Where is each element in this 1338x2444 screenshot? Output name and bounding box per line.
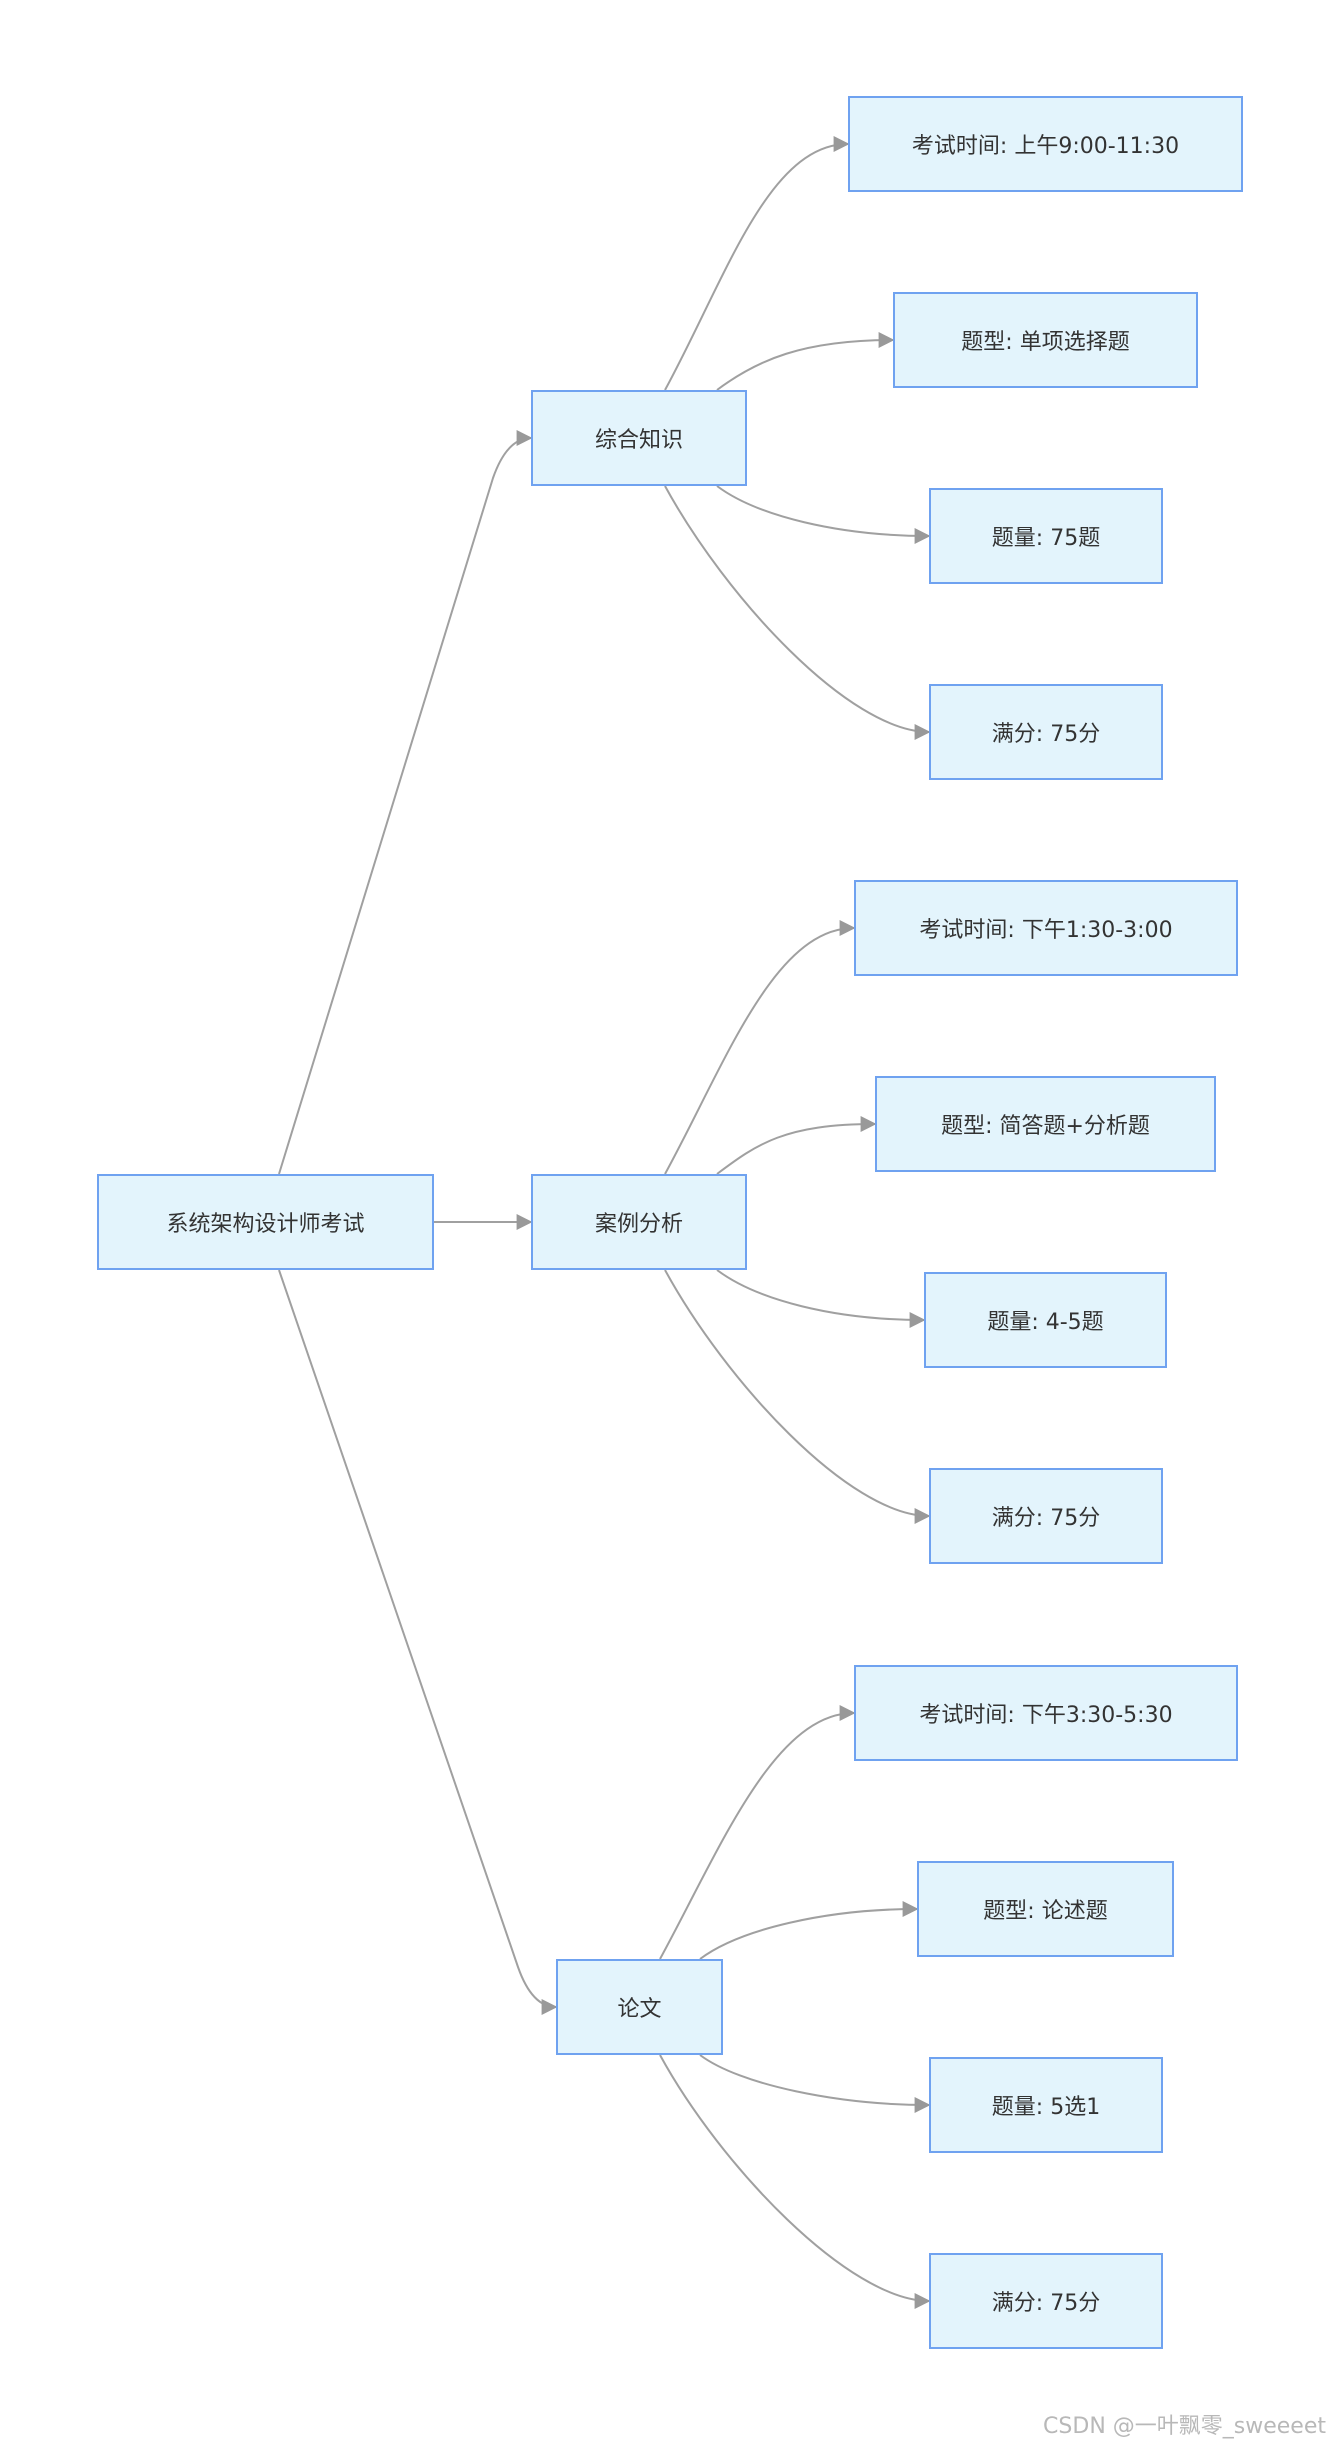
- leaf-node-exam-time[interactable]: 考试时间: 下午1:30-3:00: [854, 880, 1238, 976]
- leaf-node-exam-time[interactable]: 考试时间: 上午9:00-11:30: [848, 96, 1243, 192]
- group-to-leaf-edge: [659, 1705, 856, 1960]
- leaf-node-full-score[interactable]: 满分: 75分: [929, 2253, 1163, 2349]
- group-to-leaf-edge: [664, 485, 931, 740]
- root-to-group-edge: [278, 430, 533, 1175]
- leaf-node-full-score[interactable]: 满分: 75分: [929, 684, 1163, 780]
- group-to-leaf-edge: [664, 136, 850, 391]
- leaf-node-question-type[interactable]: 题型: 单项选择题: [893, 292, 1198, 388]
- group-node-case-analysis[interactable]: 案例分析: [531, 1174, 747, 1270]
- group-to-leaf-edge: [699, 2054, 931, 2113]
- leaf-node-exam-time[interactable]: 考试时间: 下午3:30-5:30: [854, 1665, 1238, 1761]
- group-to-leaf-edge: [716, 332, 895, 391]
- root-node[interactable]: 系统架构设计师考试: [97, 1174, 434, 1270]
- group-to-leaf-edge: [664, 920, 856, 1175]
- root-to-group-edge: [278, 1269, 558, 2015]
- group-node-essay[interactable]: 论文: [556, 1959, 723, 2055]
- leaf-node-question-count[interactable]: 题量: 4-5题: [924, 1272, 1167, 1368]
- leaf-node-question-count[interactable]: 题量: 75题: [929, 488, 1163, 584]
- watermark: CSDN @一叶飘零_sweeeet: [1043, 2414, 1326, 2439]
- group-to-leaf-edge: [664, 1269, 931, 1524]
- leaf-node-full-score[interactable]: 满分: 75分: [929, 1468, 1163, 1564]
- leaf-node-question-type[interactable]: 题型: 简答题+分析题: [875, 1076, 1216, 1172]
- group-to-leaf-edge: [699, 1901, 919, 1960]
- group-node-comprehensive[interactable]: 综合知识: [531, 390, 747, 486]
- group-to-leaf-edge: [716, 1269, 926, 1328]
- leaf-node-question-type[interactable]: 题型: 论述题: [917, 1861, 1174, 1957]
- group-to-leaf-edge: [716, 485, 931, 544]
- leaf-node-question-count[interactable]: 题量: 5选1: [929, 2057, 1163, 2153]
- group-to-leaf-edge: [659, 2054, 931, 2309]
- group-to-leaf-edge: [716, 1116, 877, 1175]
